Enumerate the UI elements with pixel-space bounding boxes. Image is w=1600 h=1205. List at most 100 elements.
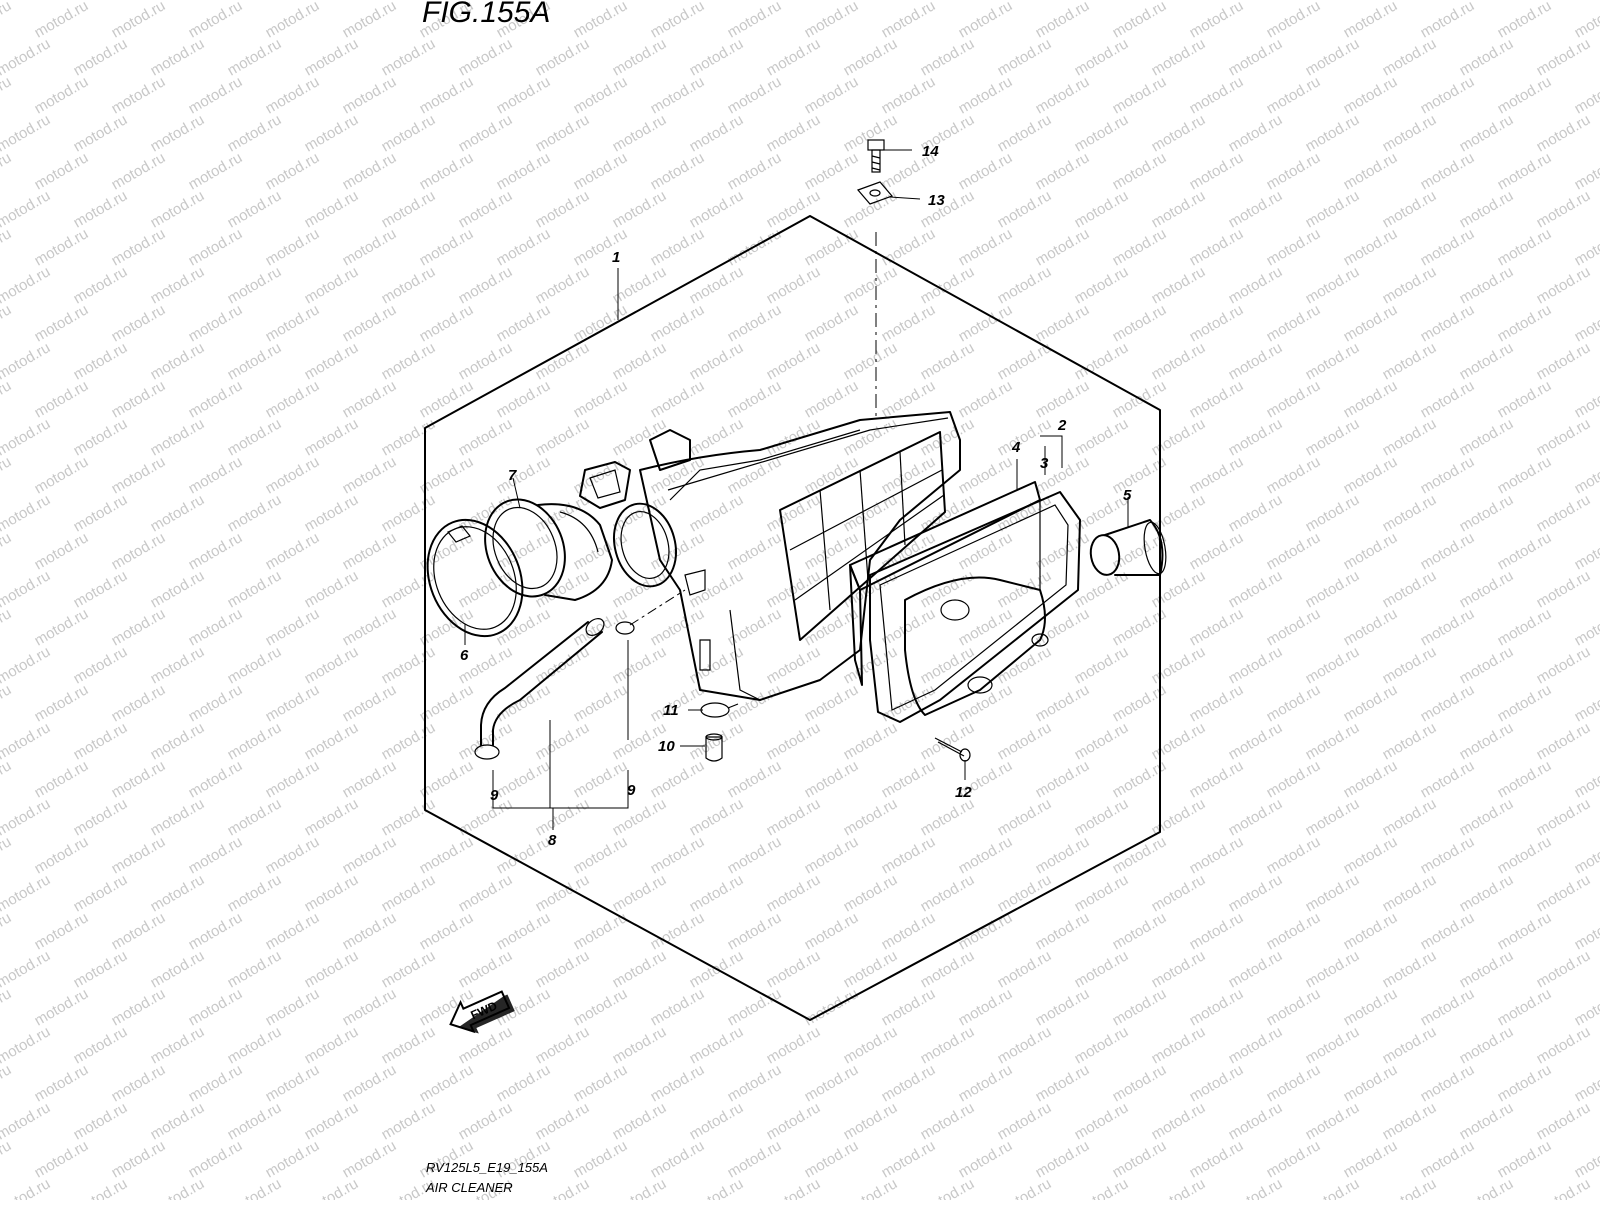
- watermark-text: motod.ru: [186, 225, 246, 269]
- watermark-text: motod.ru: [417, 377, 477, 421]
- watermark-text: motod.ru: [1033, 909, 1093, 953]
- watermark-text: motod.ru: [956, 909, 1016, 953]
- watermark-text: motod.ru: [879, 1137, 939, 1181]
- watermark-text: motod.ru: [494, 833, 554, 877]
- watermark-text: motod.ru: [1457, 491, 1517, 535]
- watermark-text: motod.ru: [32, 529, 92, 573]
- watermark-text: motod.ru: [494, 453, 554, 497]
- watermark-text: motod.ru: [1534, 415, 1594, 459]
- watermark-text: motod.ru: [918, 871, 978, 915]
- watermark-text: motod.ru: [379, 263, 439, 307]
- watermark-text: motod.ru: [379, 871, 439, 915]
- watermark-text: motod.ru: [802, 1137, 862, 1181]
- callout-9b: 9: [627, 782, 636, 799]
- watermark-text: motod.ru: [725, 605, 785, 649]
- watermark-text: motod.ru: [32, 833, 92, 877]
- watermark-text: motod.ru: [109, 1061, 169, 1105]
- watermark-text: motod.ru: [648, 1137, 708, 1181]
- watermark-text: motod.ru: [1572, 453, 1600, 497]
- watermark-text: motod.ru: [263, 149, 323, 193]
- watermark-text: motod.ru: [1495, 681, 1555, 725]
- watermark-text: motod.ru: [0, 263, 53, 307]
- watermark-text: motod.ru: [1380, 947, 1440, 991]
- watermark-text: motod.ru: [648, 225, 708, 269]
- watermark-text: motod.ru: [340, 453, 400, 497]
- watermark-text: motod.ru: [571, 909, 631, 953]
- watermark-text: motod.ru: [225, 111, 285, 155]
- watermark-text: motod.ru: [1033, 757, 1093, 801]
- watermark-text: motod.ru: [1534, 35, 1594, 79]
- watermark-text: motod.ru: [263, 681, 323, 725]
- watermark-text: motod.ru: [1495, 301, 1555, 345]
- watermark-text: motod.ru: [1341, 301, 1401, 345]
- watermark-text: motod.ru: [302, 415, 362, 459]
- watermark-text: motod.ru: [648, 529, 708, 573]
- watermark-text: motod.ru: [533, 719, 593, 763]
- watermark-text: motod.ru: [71, 339, 131, 383]
- watermark-text: motod.ru: [225, 795, 285, 839]
- watermark-text: motod.ru: [687, 719, 747, 763]
- watermark-text: motod.ru: [802, 757, 862, 801]
- watermark-text: motod.ru: [725, 149, 785, 193]
- watermark-text: motod.ru: [225, 1099, 285, 1143]
- watermark-text: motod.ru: [1187, 681, 1247, 725]
- watermark-text: motod.ru: [1572, 757, 1600, 801]
- watermark-text: motod.ru: [1226, 719, 1286, 763]
- watermark-text: motod.ru: [1572, 149, 1600, 193]
- watermark-text: motod.ru: [1033, 301, 1093, 345]
- watermark-text: motod.ru: [494, 301, 554, 345]
- watermark-text: motod.ru: [1187, 985, 1247, 1029]
- watermark-text: motod.ru: [725, 985, 785, 1029]
- watermark-text: motod.ru: [610, 1023, 670, 1067]
- watermark-text: motod.ru: [71, 795, 131, 839]
- watermark-text: motod.ru: [918, 263, 978, 307]
- watermark-text: motod.ru: [1072, 111, 1132, 155]
- watermark-text: motod.ru: [32, 605, 92, 649]
- watermark-text: motod.ru: [764, 871, 824, 915]
- watermark-text: motod.ru: [995, 263, 1055, 307]
- watermark-text: motod.ru: [71, 35, 131, 79]
- watermark-text: motod.ru: [302, 947, 362, 991]
- watermark-text: motod.ru: [340, 833, 400, 877]
- watermark-text: motod.ru: [148, 795, 208, 839]
- callout-7: 7: [508, 467, 517, 484]
- watermark-text: motod.ru: [725, 909, 785, 953]
- bolt-icon[interactable]: [868, 140, 884, 172]
- watermark-text: motod.ru: [841, 263, 901, 307]
- watermark-text: motod.ru: [302, 111, 362, 155]
- watermark-text: motod.ru: [1187, 1137, 1247, 1181]
- watermark-text: motod.ru: [225, 263, 285, 307]
- watermark-text: motod.ru: [802, 681, 862, 725]
- watermark-text: motod.ru: [1110, 73, 1170, 117]
- watermark-text: motod.ru: [841, 339, 901, 383]
- watermark-text: motod.ru: [648, 73, 708, 117]
- watermark-text: motod.ru: [148, 187, 208, 231]
- watermark-text: motod.ru: [0, 947, 53, 991]
- watermark-text: motod.ru: [802, 833, 862, 877]
- watermark-text: motod.ru: [764, 339, 824, 383]
- watermark-text: motod.ru: [841, 111, 901, 155]
- watermark-text: motod.ru: [571, 605, 631, 649]
- watermark-text: motod.ru: [1457, 1099, 1517, 1143]
- watermark-text: motod.ru: [1072, 795, 1132, 839]
- watermark-text: motod.ru: [1226, 643, 1286, 687]
- watermark-text: motod.ru: [1187, 73, 1247, 117]
- watermark-text: motod.ru: [610, 415, 670, 459]
- watermark-text: motod.ru: [148, 567, 208, 611]
- watermark-text: motod.ru: [417, 833, 477, 877]
- watermark-text: motod.ru: [725, 377, 785, 421]
- watermark-text: motod.ru: [956, 1061, 1016, 1105]
- watermark-text: motod.ru: [687, 567, 747, 611]
- watermark-text: motod.ru: [302, 1023, 362, 1067]
- watermark-text: motod.ru: [1264, 73, 1324, 117]
- cleaner-cover-icon[interactable]: [870, 492, 1080, 722]
- watermark-text: motod.ru: [148, 719, 208, 763]
- watermark-text: motod.ru: [1341, 529, 1401, 573]
- watermark-text: motod.ru: [1187, 225, 1247, 269]
- watermark-text: motod.ru: [109, 225, 169, 269]
- watermark-text: motod.ru: [687, 1099, 747, 1143]
- watermark-text: motod.ru: [0, 301, 14, 345]
- watermark-text: motod.ru: [1572, 605, 1600, 649]
- watermark-text: motod.ru: [1572, 377, 1600, 421]
